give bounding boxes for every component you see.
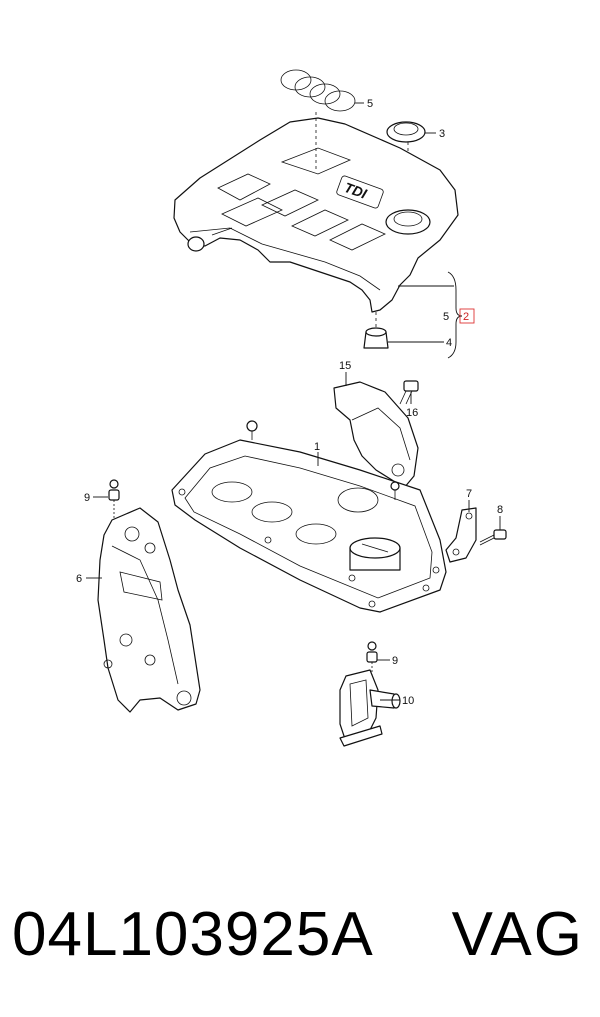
callout-6: 6 [76, 573, 82, 585]
part-number: 04L103925A [12, 900, 374, 969]
stud-9-right [366, 641, 390, 684]
callout-5-rings: 5 [367, 98, 373, 110]
callout-bracket [398, 271, 475, 359]
rubber-mount [363, 312, 444, 349]
callout-16: 16 [406, 407, 418, 419]
footer: 04L103925A VAG [0, 880, 600, 990]
bracket-7 [445, 500, 477, 563]
callout-8: 8 [497, 504, 503, 516]
logo-rings [280, 69, 364, 112]
callout-3: 3 [439, 128, 445, 140]
callout-10: 10 [402, 695, 414, 707]
screw-8 [479, 516, 507, 546]
heat-shield [333, 372, 419, 489]
callout-1: 1 [314, 441, 320, 453]
callout-9-left: 9 [84, 492, 90, 504]
engine-cover: TDI [173, 112, 459, 313]
callout-15: 15 [339, 360, 351, 372]
cylinder-head-cover [171, 420, 447, 613]
tdi-badge: TDI [342, 179, 370, 202]
callout-2: 2 [463, 311, 469, 323]
callout-7: 7 [466, 488, 472, 500]
bolt-16 [399, 380, 419, 405]
brand-name: VAG [451, 900, 584, 969]
callout-9-right: 9 [392, 655, 398, 667]
stud-9-left [93, 479, 120, 520]
parts-diagram: 5 3 TDI 4 [76, 69, 507, 747]
callout-5-mount: 5 [443, 311, 449, 323]
vent-valve [339, 669, 401, 747]
callout-4: 4 [446, 337, 452, 349]
side-bracket [86, 507, 201, 713]
